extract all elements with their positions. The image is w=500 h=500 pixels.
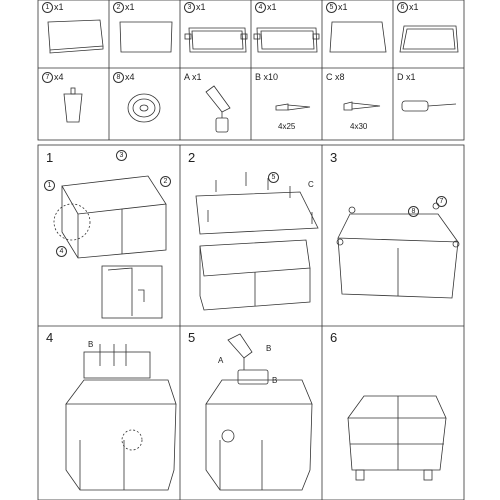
part-6-frame (399, 25, 459, 53)
part-a-hinge (205, 85, 231, 133)
step-1-callout-2: 2 (160, 176, 172, 187)
step-2-drawing (195, 172, 319, 311)
screw-c-size: 4x30 (350, 122, 368, 131)
step-2-callout-5: 5 (268, 172, 280, 183)
step-2-number: 2 (188, 150, 196, 165)
part-a-label: A x1 (184, 72, 202, 82)
step-4-callout-b: B (88, 340, 94, 349)
step-3-callout-8: 8 (408, 206, 420, 217)
part-8-washer (127, 93, 161, 123)
step-5-callout-b1: B (266, 344, 272, 353)
step-3-number: 3 (330, 150, 338, 165)
part-2-board (119, 21, 173, 53)
part-c-label: C x8 (326, 72, 345, 82)
step-2-callout-c: C (308, 180, 314, 189)
step-1-callout-4: 4 (56, 246, 68, 257)
part-5-board (329, 21, 387, 53)
part-d-screwdriver (401, 100, 457, 112)
screw-b-size: 4x25 (278, 122, 296, 131)
step-1-drawing (53, 175, 167, 319)
part-4-frame (253, 27, 320, 53)
step-1-callout-3: 3 (116, 150, 128, 161)
step-5-drawing (205, 333, 313, 491)
step-5-callout-b2: B (272, 376, 278, 385)
step-4-number: 4 (46, 330, 54, 345)
part-1-board (47, 19, 104, 54)
part-b-label: B x10 (255, 72, 279, 82)
steps-grid-frame (37, 144, 465, 500)
part-7-leg (63, 87, 83, 123)
part-d-label: D x1 (397, 72, 416, 82)
step-5-number: 5 (188, 330, 196, 345)
step-1-callout-1: 1 (44, 180, 56, 191)
step-3-drawing (336, 202, 460, 299)
part-3-frame (184, 27, 248, 53)
step-4-drawing (65, 344, 177, 491)
step-1-number: 1 (46, 150, 54, 165)
part-b-screw (275, 103, 311, 111)
step-3-callout-7: 7 (436, 196, 448, 207)
step-6-drawing (347, 395, 447, 481)
step-5-callout-a: A (218, 356, 224, 365)
step-6-number: 6 (330, 330, 338, 345)
part-c-screw (343, 101, 381, 111)
